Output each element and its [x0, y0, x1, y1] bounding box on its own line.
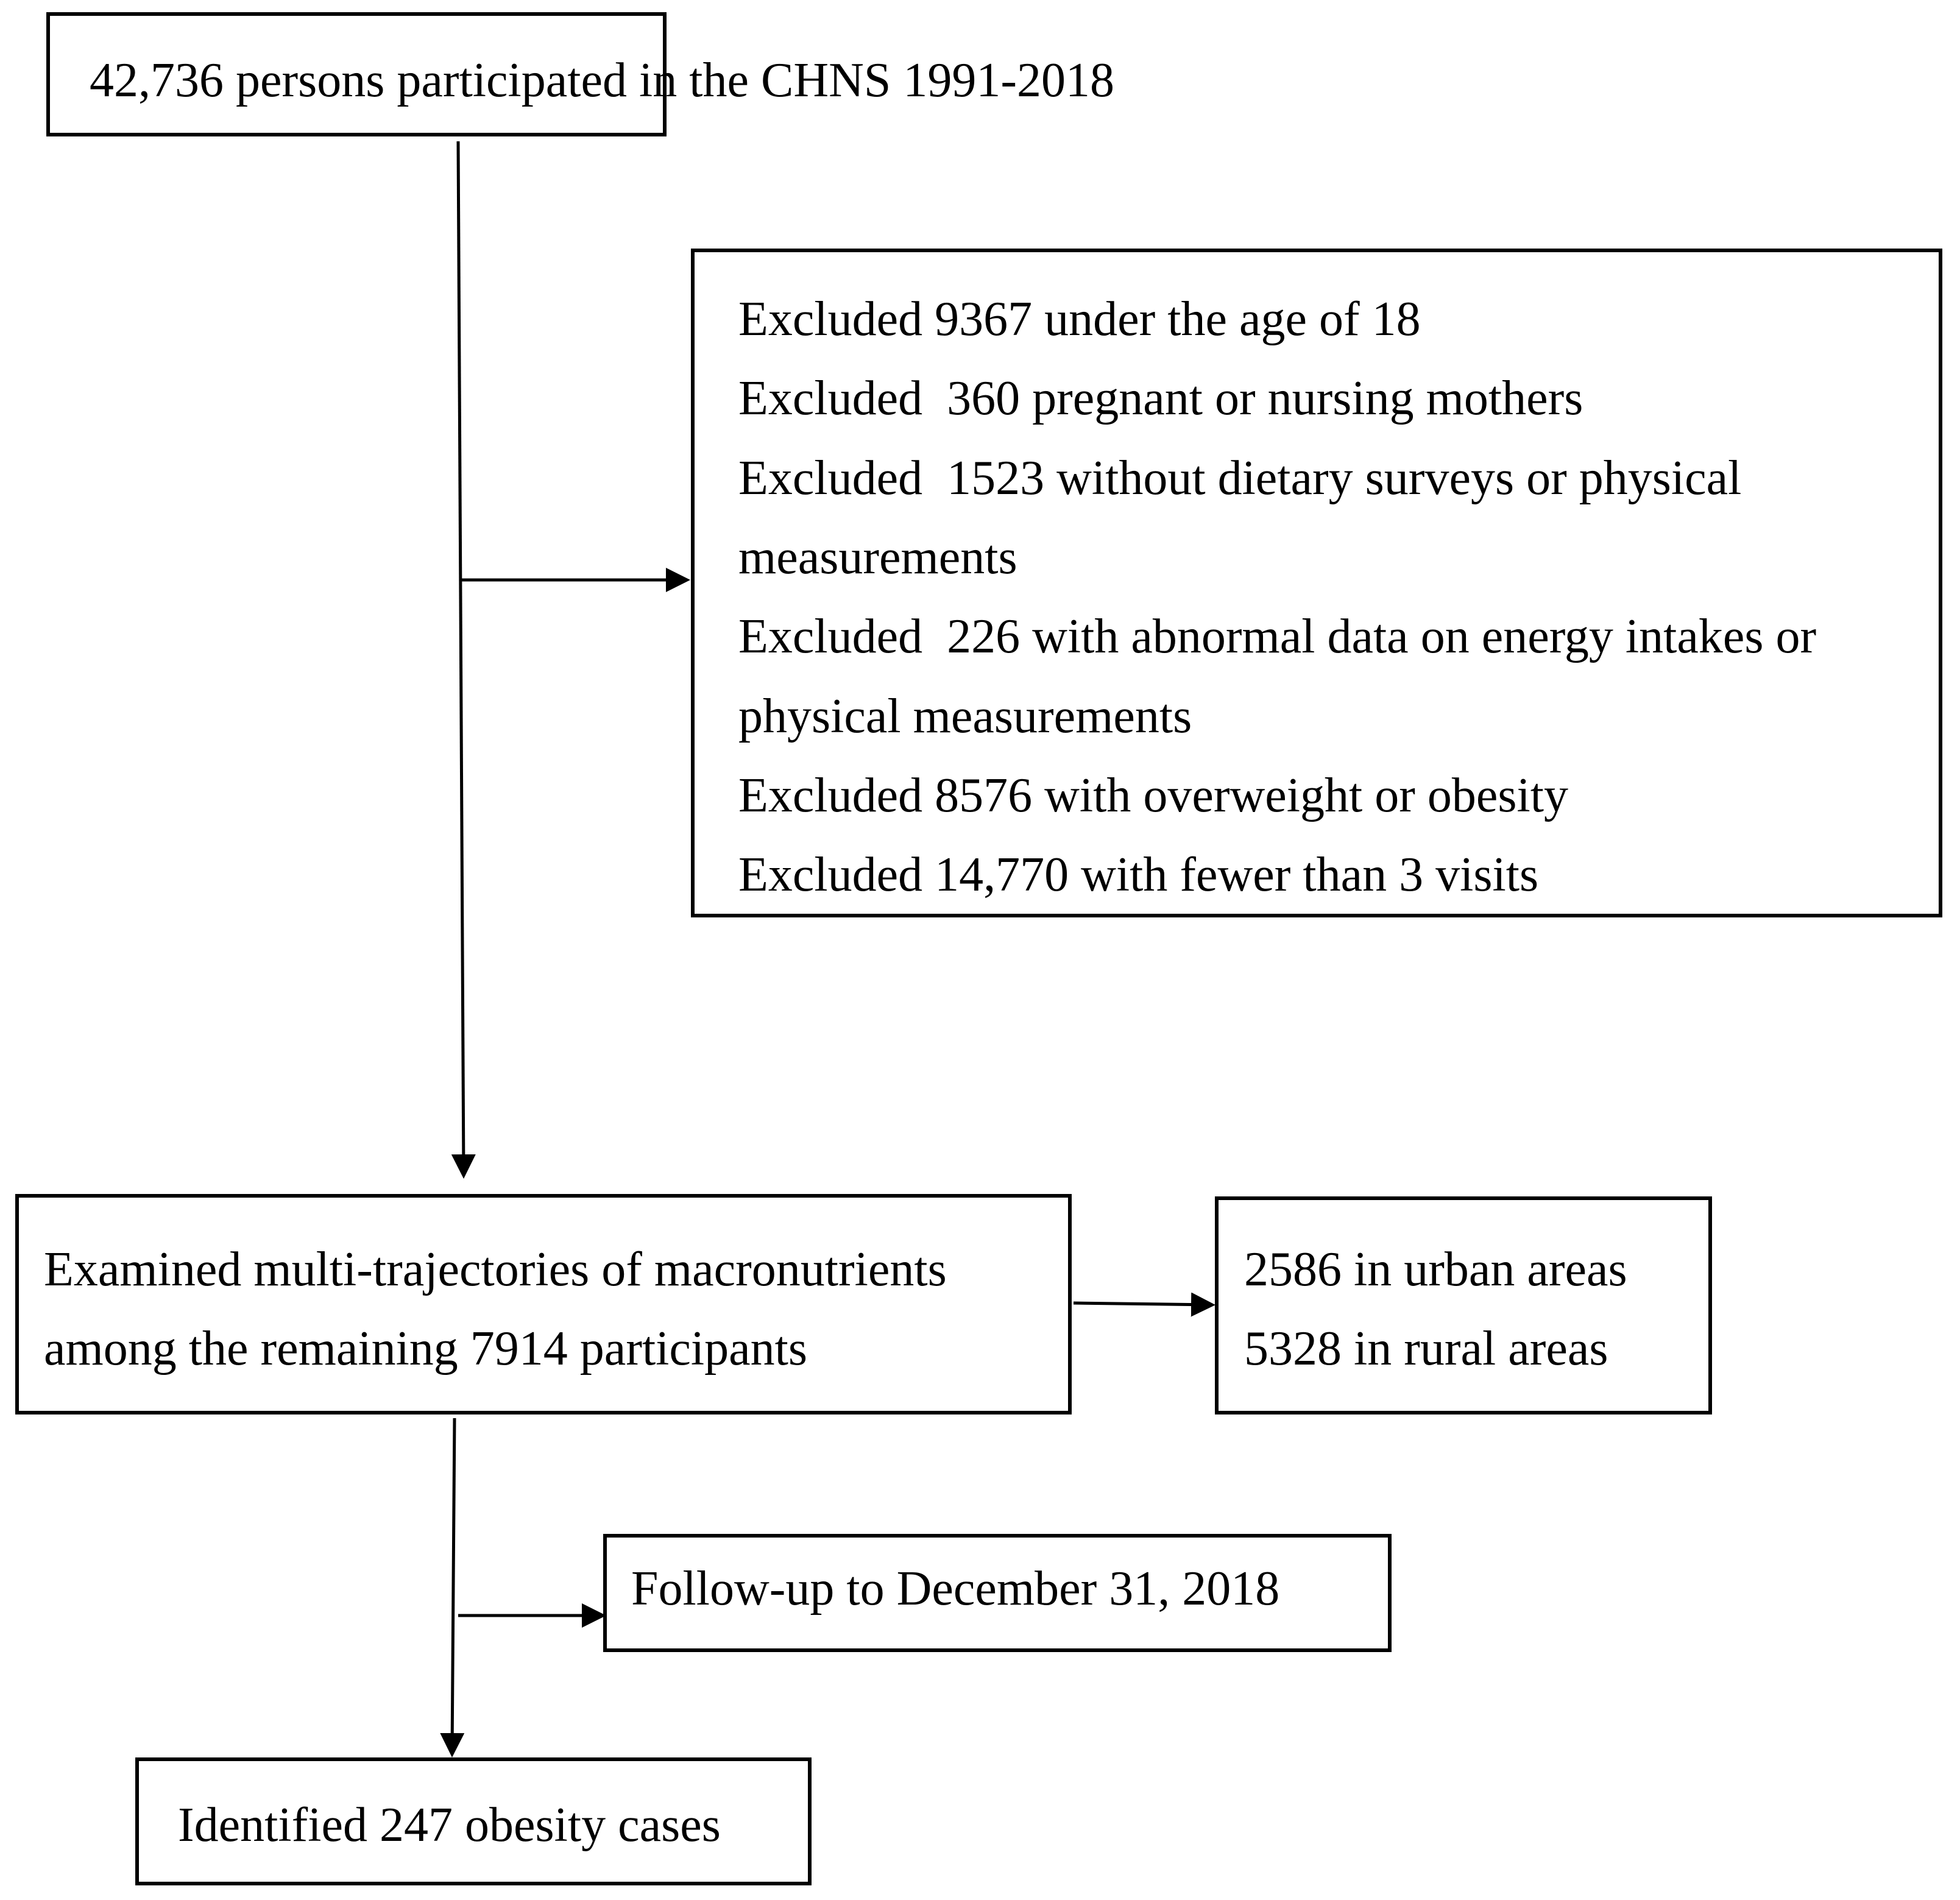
- area-box: [1215, 1196, 1712, 1414]
- exclusion-line: Excluded 14,770 with fewer than 3 visits: [738, 848, 1539, 902]
- exclusion-line: Excluded 360 pregnant or nursing mothers: [738, 372, 1583, 425]
- analysis-box: [15, 1194, 1072, 1414]
- start-box: [46, 12, 667, 136]
- outcome-box: [135, 1757, 812, 1885]
- connector-analysis-to-area: [1073, 1292, 1215, 1317]
- analysis-line: among the remaining 7914 participants: [44, 1322, 808, 1376]
- exclusion-box: [691, 249, 1942, 917]
- connector-analysis-to-outcome: [440, 1418, 465, 1757]
- analysis-line: Examined multi-trajectories of macronutr…: [44, 1243, 947, 1296]
- connector-start-to-analysis: [451, 141, 476, 1179]
- exclusion-line: Excluded 9367 under the age of 18: [738, 292, 1421, 346]
- followup-text: Follow-up to December 31, 2018: [631, 1562, 1280, 1616]
- followup-box: [603, 1534, 1392, 1652]
- exclusion-line: measurements: [738, 531, 1017, 584]
- outcome-text: Identified 247 obesity cases: [178, 1798, 721, 1852]
- area-line: 5328 in rural areas: [1244, 1322, 1608, 1376]
- area-line: 2586 in urban areas: [1244, 1243, 1627, 1296]
- exclusion-line: Excluded 8576 with overweight or obesity: [738, 769, 1568, 822]
- start-box-text: 42,736 persons participated in the CHNS …: [90, 54, 1114, 107]
- exclusion-line: Excluded 1523 without dietary surveys or…: [738, 451, 1742, 505]
- exclusion-line: Excluded 226 with abnormal data on energ…: [738, 610, 1817, 663]
- exclusion-line: physical measurements: [738, 690, 1192, 743]
